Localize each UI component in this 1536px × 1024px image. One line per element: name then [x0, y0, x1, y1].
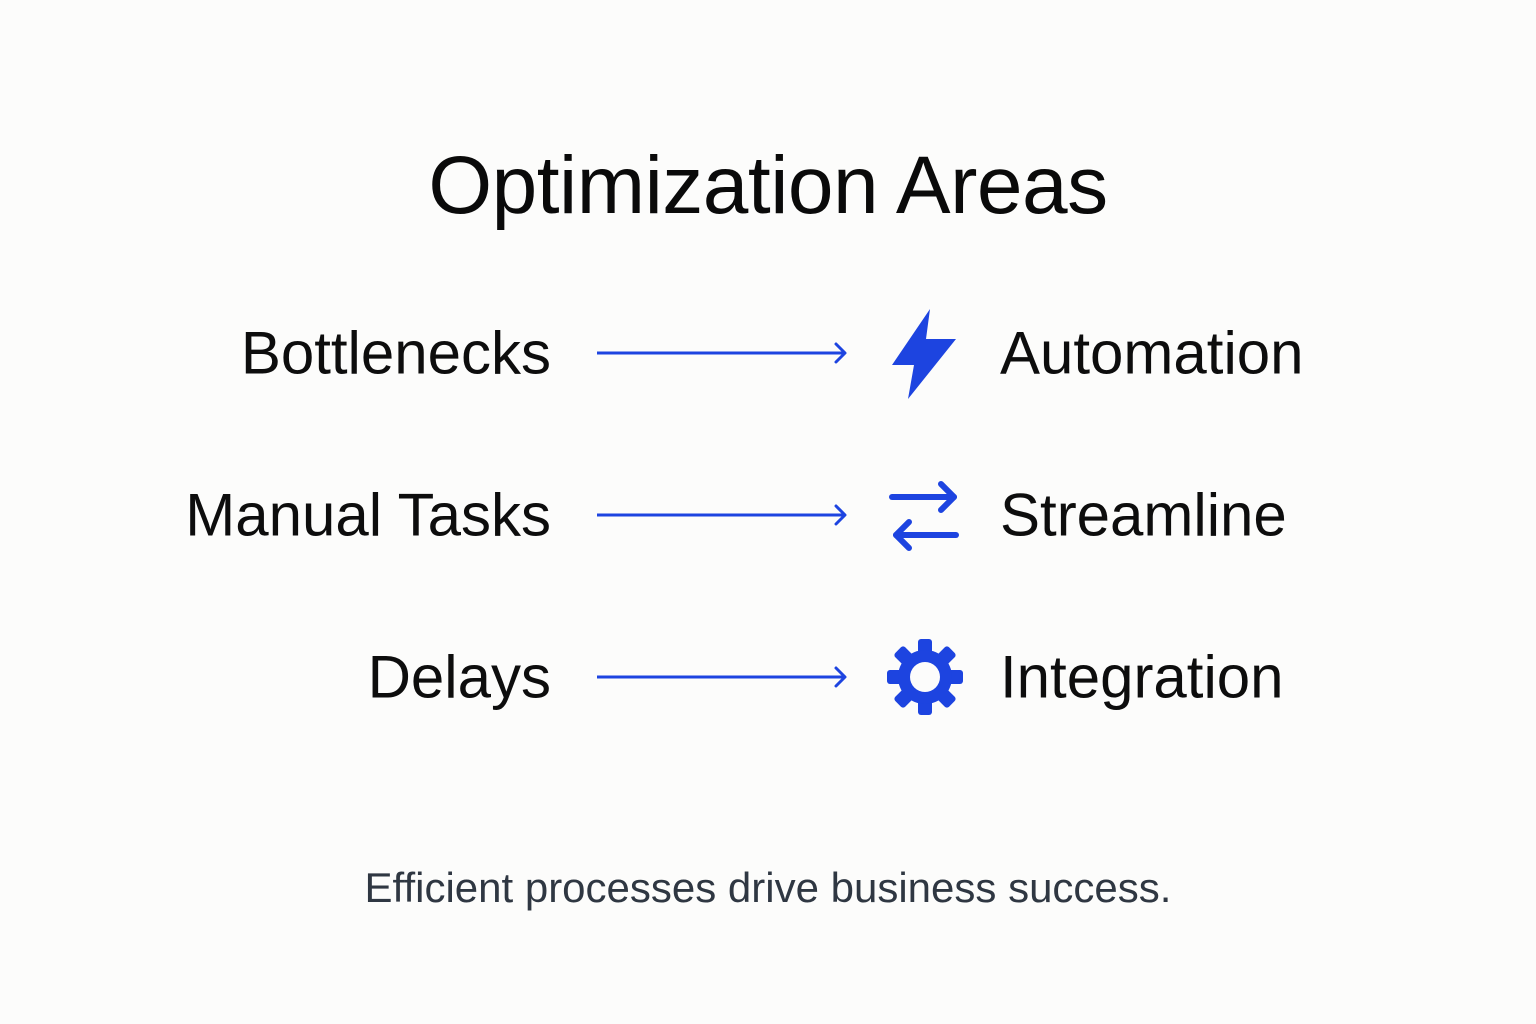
mapping-row-bottlenecks: Bottlenecks Automation: [0, 303, 1536, 403]
solution-label: Integration: [1000, 643, 1284, 711]
swap-arrows-icon: [889, 481, 959, 551]
mapping-row-delays: Delays Integration: [0, 627, 1536, 727]
footer-tagline: Efficient processes drive business succe…: [364, 864, 1172, 911]
problem-label: Manual Tasks: [185, 481, 551, 549]
arrow-right-icon: [597, 342, 847, 364]
gear-icon: [887, 639, 963, 715]
lightning-bolt-icon: [892, 309, 956, 399]
problem-label: Bottlenecks: [240, 319, 551, 387]
mapping-row-manual-tasks: Manual Tasks Streamline: [0, 465, 1536, 565]
arrow-right-icon: [597, 504, 847, 526]
solution-label: Automation: [1000, 319, 1304, 387]
solution-label: Streamline: [1000, 481, 1287, 549]
arrow-right-icon: [597, 666, 847, 688]
problem-label: Delays: [367, 643, 551, 711]
page-title: Optimization Areas: [428, 139, 1108, 231]
